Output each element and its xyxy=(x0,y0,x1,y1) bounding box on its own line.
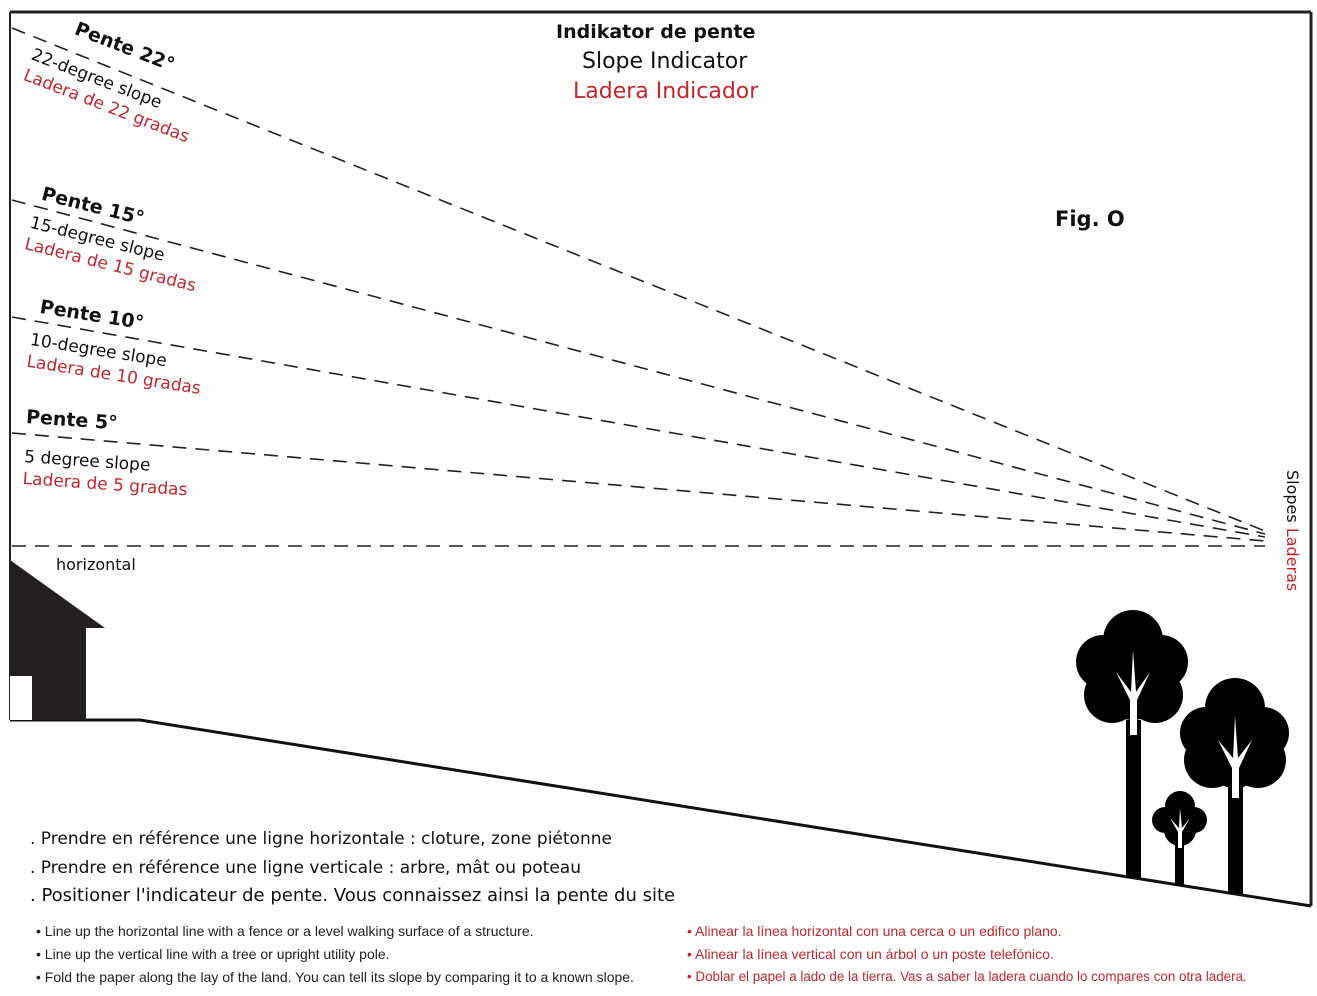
instruction-en-3: • Fold the paper along the lay of the la… xyxy=(36,969,634,985)
house-icon xyxy=(10,560,105,720)
side-label-es: Laderas xyxy=(1283,527,1302,592)
instruction-en-1: • Line up the horizontal line with a fen… xyxy=(36,923,534,939)
tree-icon xyxy=(1076,610,1188,878)
title-french: Indikator de pente xyxy=(556,21,756,43)
title-spanish: Ladera Indicador xyxy=(573,79,759,104)
slope-line-5 xyxy=(11,432,1266,542)
slope-line-10 xyxy=(11,316,1266,538)
title-english: Slope Indicator xyxy=(582,49,748,74)
instruction-es-2: • Alinear la línea vertical con un árbol… xyxy=(687,946,1054,962)
ground-line xyxy=(10,718,1312,908)
instruction-es-3: • Doblar el papel a lado de la tierra. V… xyxy=(687,969,1247,984)
figure-label: Fig. O xyxy=(1055,207,1125,231)
tree-icon xyxy=(1152,791,1207,886)
tree-icon xyxy=(1180,678,1289,894)
side-label-en: Slopes xyxy=(1283,470,1302,523)
horizontal-label: horizontal xyxy=(56,555,136,574)
instruction-fr-2: . Prendre en référence une ligne vertica… xyxy=(30,858,581,878)
slope-line-15 xyxy=(11,199,1266,535)
instruction-fr-3: . Positioner l'indicateur de pente. Vous… xyxy=(30,885,676,906)
instruction-en-2: • Line up the vertical line with a tree … xyxy=(36,946,390,962)
instruction-es-1: • Alinear la línea horizontal con una ce… xyxy=(687,923,1062,939)
slopes-side-label: Slopes Laderas xyxy=(1283,470,1302,591)
slope-line-22 xyxy=(11,27,1266,532)
instruction-fr-1: . Prendre en référence une ligne horizon… xyxy=(30,829,612,849)
